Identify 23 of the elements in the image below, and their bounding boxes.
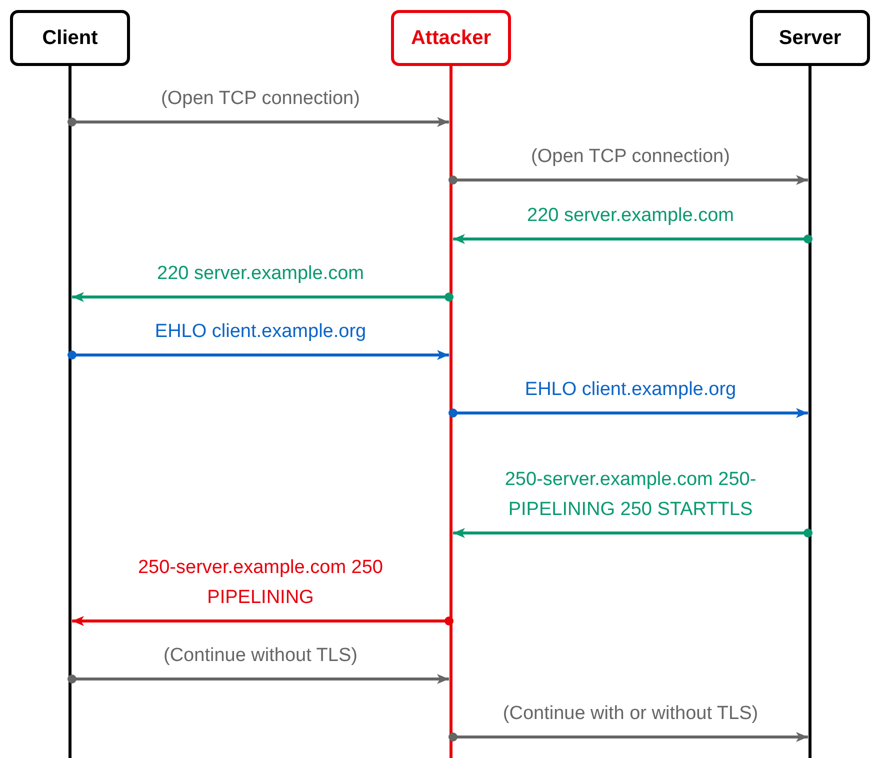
message-arrow	[72, 616, 454, 626]
message-label: 220 server.example.com	[157, 262, 364, 286]
message-label: (Open TCP connection)	[161, 87, 360, 111]
message-label: EHLO client.example.org	[524, 378, 736, 402]
message-arrow	[448, 732, 808, 742]
message-arrow	[68, 350, 449, 360]
message-label: (Open TCP connection)	[531, 145, 730, 169]
message-arrow	[453, 234, 812, 244]
message-arrow	[453, 528, 812, 538]
message-arrow	[448, 408, 808, 418]
message-label: (Continue with or without TLS)	[502, 702, 758, 726]
message-label: 250-server.example.com 250-PIPELINING 250 STARTTLS	[504, 468, 758, 522]
message-arrow	[68, 674, 449, 684]
message-label: EHLO client.example.org	[154, 320, 366, 344]
message-arrow	[72, 292, 454, 302]
participant-box: Server	[750, 10, 870, 66]
message-label: 250-server.example.com 250 PIPELINING	[136, 556, 384, 610]
message-arrow	[68, 117, 449, 127]
message-label: 220 server.example.com	[527, 204, 734, 228]
message-arrow	[448, 175, 808, 185]
participant-box: Client	[10, 10, 130, 66]
participant-box: Attacker	[391, 10, 511, 66]
message-label: (Continue without TLS)	[164, 644, 358, 668]
